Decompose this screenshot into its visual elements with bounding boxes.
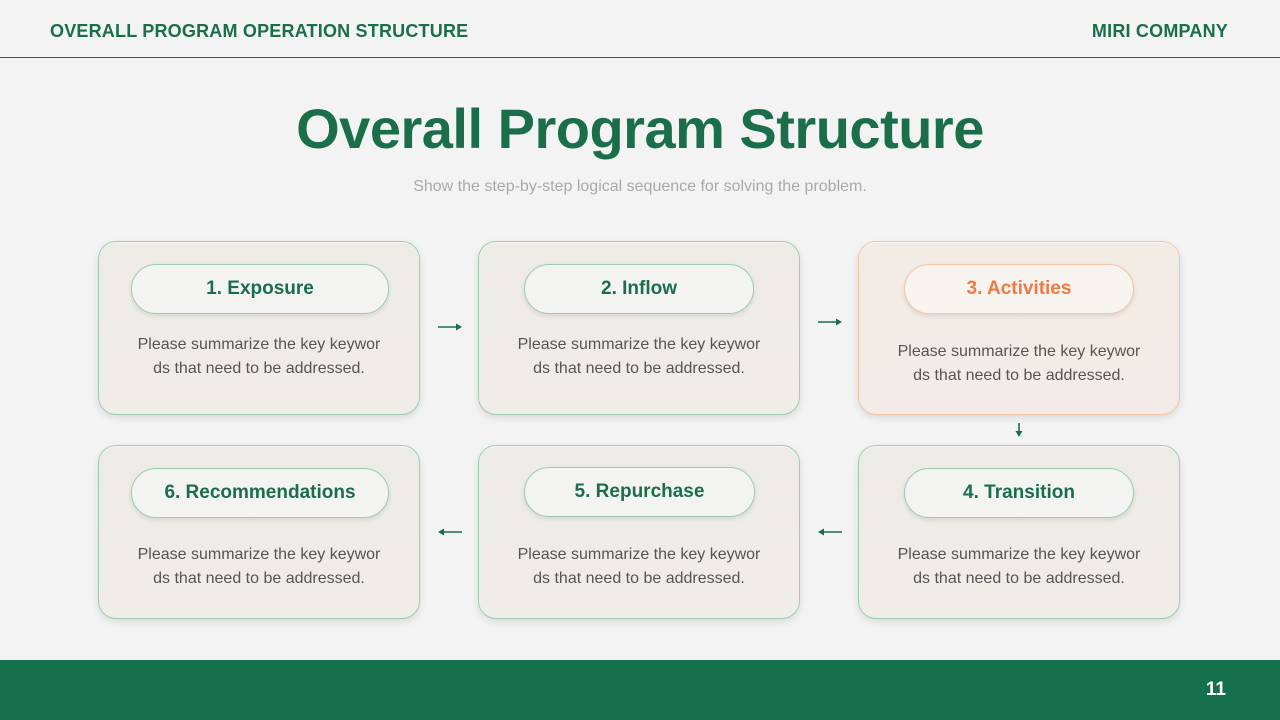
arrow-left-icon xyxy=(438,528,462,536)
step-label-4: 4. Transition xyxy=(904,468,1134,518)
step-card-6: 6. Recommendations Please summarize the … xyxy=(98,445,420,619)
step-desc-6-line-1: Please summarize the key keywor xyxy=(137,546,381,563)
step-label-2: 2. Inflow xyxy=(524,264,754,314)
step-desc-5-line-2: ds that need to be addressed. xyxy=(533,570,745,587)
page-title: Overall Program Structure xyxy=(296,97,984,160)
step-card-3: 3. Activities Please summarize the key k… xyxy=(858,241,1180,415)
footer-bar: 11 xyxy=(0,660,1280,720)
step-desc-2-line-1: Please summarize the key keywor xyxy=(517,336,761,353)
step-desc-4-line-2: ds that need to be addressed. xyxy=(913,570,1125,587)
step-desc-1: Please summarize the key keywor ds that … xyxy=(99,333,419,381)
step-desc-5: Please summarize the key keywor ds that … xyxy=(479,543,799,591)
step-label-5: 5. Repurchase xyxy=(524,467,755,517)
step-label-1: 1. Exposure xyxy=(131,264,389,314)
header-bar: OVERALL PROGRAM OPERATION STRUCTURE MIRI… xyxy=(0,0,1280,58)
page-number: 11 xyxy=(1205,679,1226,700)
step-label-3: 3. Activities xyxy=(904,264,1134,314)
step-card-1: 1. Exposure Please summarize the key key… xyxy=(98,241,420,415)
arrow-left-icon xyxy=(818,528,842,536)
section-title: OVERALL PROGRAM OPERATION STRUCTURE xyxy=(50,21,469,41)
step-label-6: 6. Recommendations xyxy=(131,468,389,518)
step-desc-3-line-1: Please summarize the key keywor xyxy=(897,343,1141,360)
step-desc-6-line-2: ds that need to be addressed. xyxy=(153,570,365,587)
arrow-down-icon xyxy=(1015,423,1023,437)
page-subtitle: Show the step-by-step logical sequence f… xyxy=(413,178,867,195)
company-name: MIRI COMPANY xyxy=(1091,21,1228,41)
step-desc-2-line-2: ds that need to be addressed. xyxy=(533,360,745,377)
step-desc-6: Please summarize the key keywor ds that … xyxy=(99,543,419,591)
step-desc-2: Please summarize the key keywor ds that … xyxy=(479,333,799,381)
step-card-4: 4. Transition Please summarize the key k… xyxy=(858,445,1180,619)
step-desc-1-line-2: ds that need to be addressed. xyxy=(153,360,365,377)
step-desc-3-line-2: ds that need to be addressed. xyxy=(913,367,1125,384)
step-desc-3: Please summarize the key keywor ds that … xyxy=(859,340,1179,388)
arrow-right-icon xyxy=(818,318,842,326)
step-card-5: 5. Repurchase Please summarize the key k… xyxy=(478,445,800,619)
step-desc-1-line-1: Please summarize the key keywor xyxy=(137,336,381,353)
step-desc-5-line-1: Please summarize the key keywor xyxy=(517,546,761,563)
arrow-right-icon xyxy=(438,323,462,331)
step-desc-4: Please summarize the key keywor ds that … xyxy=(859,543,1179,591)
step-card-2: 2. Inflow Please summarize the key keywo… xyxy=(478,241,800,415)
step-desc-4-line-1: Please summarize the key keywor xyxy=(897,546,1141,563)
